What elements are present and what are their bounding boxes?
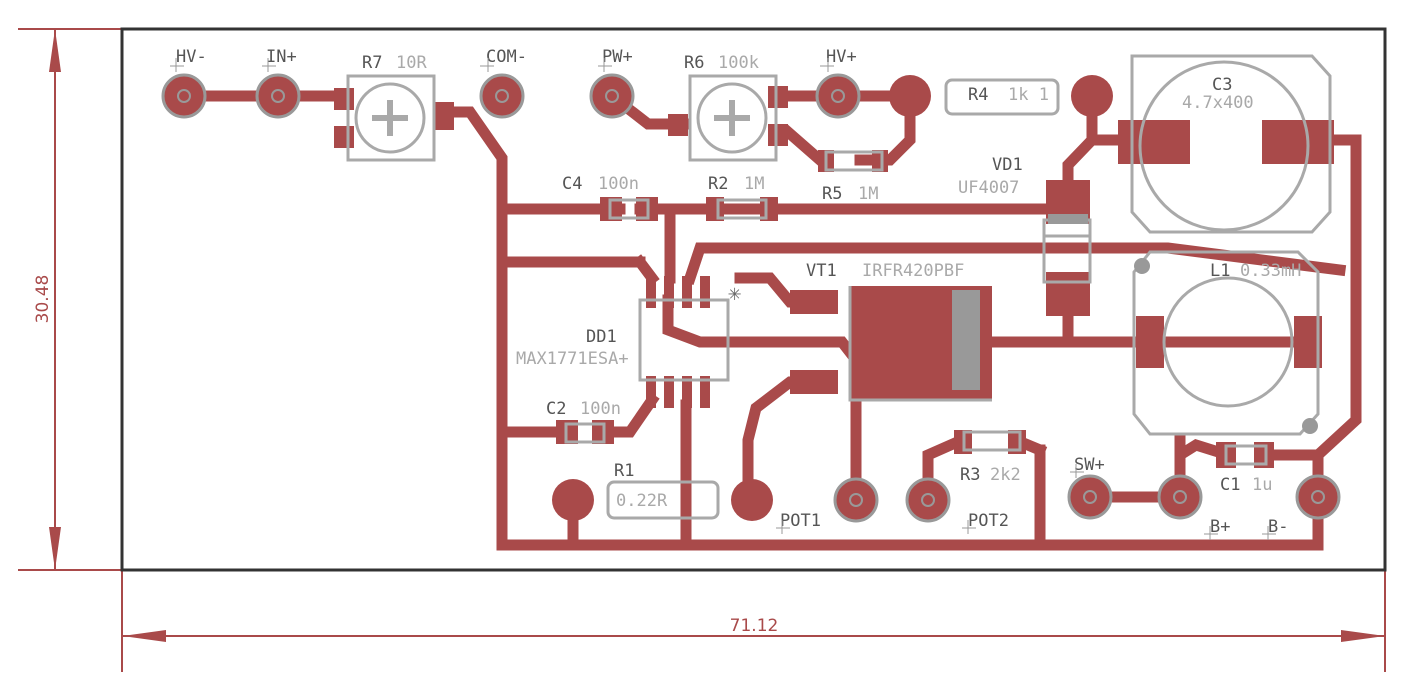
value-r4: 1k 1 <box>1008 85 1049 105</box>
board-outline <box>120 27 1387 572</box>
pad-pw-plus <box>589 73 635 119</box>
label-l1: L1 <box>1210 261 1230 281</box>
value-c1: 1u <box>1252 475 1272 495</box>
label-sw-plus: SW+ <box>1074 455 1105 475</box>
width-dimension-label: 71.12 <box>730 616 779 636</box>
pad-hv-plus <box>815 73 861 119</box>
pad-pot2 <box>905 477 951 523</box>
dimension-lines <box>18 28 1386 672</box>
silkscreen-dark-marks <box>952 214 1318 434</box>
value-c4: 100n <box>598 174 639 194</box>
copper-traces <box>178 88 1362 551</box>
height-dimension-label: 30.48 <box>33 275 53 324</box>
pad-hv-minus <box>161 73 207 119</box>
label-b-minus: B- <box>1268 517 1288 537</box>
label-r6: R6 <box>684 53 704 73</box>
label-in-plus: IN+ <box>266 47 297 67</box>
label-hv-plus: HV+ <box>826 47 857 67</box>
smd-pads <box>334 86 1334 468</box>
pad-b-minus <box>1295 474 1341 520</box>
label-r2: R2 <box>708 174 728 194</box>
pad-com-minus <box>479 73 525 119</box>
label-pot1: POT1 <box>780 511 821 531</box>
label-c2: C2 <box>546 399 566 419</box>
label-b-plus: B+ <box>1210 517 1230 537</box>
label-dd1: DD1 <box>586 327 617 347</box>
value-r5: 1M <box>858 184 878 204</box>
value-c2: 100n <box>580 399 621 419</box>
label-r1: R1 <box>614 461 634 481</box>
value-r6: 100k <box>718 53 759 73</box>
label-r7: R7 <box>362 53 382 73</box>
silkscreen-outlines <box>346 54 1332 520</box>
value-l1: 0.33mH <box>1240 261 1301 281</box>
pin1-marker-icon: ✳ <box>728 281 741 306</box>
label-pw-plus: PW+ <box>602 47 633 67</box>
label-pot2: POT2 <box>968 511 1009 531</box>
trimmer-cross-marks <box>372 100 750 136</box>
value-vt1: IRFR420PBF <box>862 261 964 281</box>
label-r4: R4 <box>968 85 988 105</box>
value-r7: 10R <box>396 53 427 73</box>
pad-r4-right <box>1071 75 1113 117</box>
label-hv-minus: HV- <box>176 47 207 67</box>
pad-b-plus <box>1157 474 1203 520</box>
pad-r1-right <box>731 479 773 521</box>
value-dd1: MAX1771ESA+ <box>516 349 629 369</box>
label-r5: R5 <box>822 184 842 204</box>
label-vd1: VD1 <box>992 155 1023 175</box>
label-c3: C3 <box>1212 75 1232 95</box>
value-vd1: UF4007 <box>958 178 1019 198</box>
value-r1: 0.22R <box>616 491 668 511</box>
value-r2: 1M <box>744 174 764 194</box>
pad-r1-left <box>552 479 594 521</box>
pad-r4-left <box>889 75 931 117</box>
label-r3: R3 <box>960 465 980 485</box>
label-com-minus: COM- <box>486 47 527 67</box>
value-r3: 2k2 <box>990 465 1021 485</box>
value-c3: 4.7x400 <box>1182 93 1254 113</box>
label-vt1: VT1 <box>806 261 837 281</box>
pad-sw-plus <box>1067 474 1113 520</box>
pad-pot1 <box>833 477 879 523</box>
label-c4: C4 <box>562 174 582 194</box>
pad-in-plus <box>255 73 301 119</box>
label-c1: C1 <box>1220 475 1240 495</box>
origin-marks <box>170 58 1276 540</box>
through-hole-pads <box>161 73 1341 523</box>
